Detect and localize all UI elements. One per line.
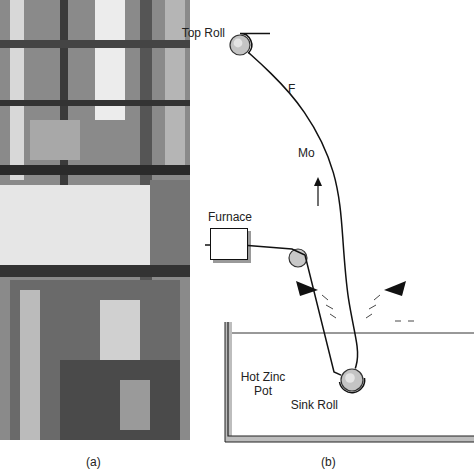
air-knife <box>296 281 318 296</box>
node-label: Furnace <box>201 210 259 224</box>
top-roll: Top Roll <box>229 34 251 56</box>
steel-strip <box>248 52 357 368</box>
panel-caption: (b) <box>321 455 336 469</box>
zinc-surface <box>228 333 474 334</box>
plant-photo <box>0 0 190 440</box>
air-knife <box>384 281 406 296</box>
motion-arrow <box>314 177 322 206</box>
air-spray <box>322 295 414 321</box>
sink-roll: Sink Roll <box>340 368 364 392</box>
panel-caption: (a) <box>86 455 101 469</box>
node-label: Top Roll <box>182 26 225 40</box>
strip-over-top-roll <box>240 33 270 53</box>
roll-symbol <box>340 368 364 392</box>
furnace-box: Furnace <box>210 228 248 260</box>
steel-strip <box>248 246 341 376</box>
roll-symbol <box>229 34 251 56</box>
deflector-roll <box>289 249 307 267</box>
cut-label: Mo <box>298 146 315 160</box>
node-label: Hot Zinc Pot <box>232 370 294 398</box>
zinc-pot: Hot Zinc PotSink Roll <box>228 318 474 442</box>
cut-label: F <box>288 82 295 96</box>
node-label: Sink Roll <box>291 398 338 412</box>
